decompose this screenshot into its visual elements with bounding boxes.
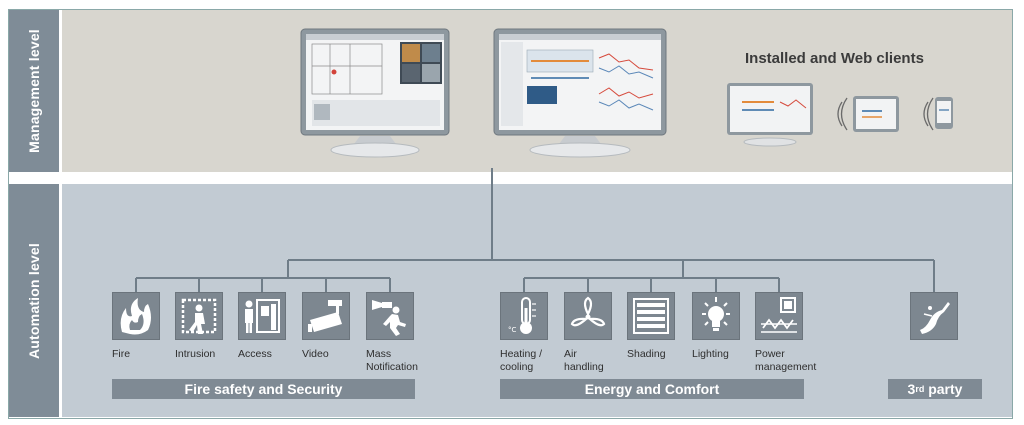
device-label: Power management — [755, 348, 817, 373]
device-label: Mass Notification — [366, 348, 418, 373]
fire-icon — [112, 292, 160, 340]
third-party-icon — [910, 292, 958, 340]
device-label: Shading — [627, 348, 666, 360]
wireless-signal-icon — [837, 97, 848, 131]
thermometer-icon: °C — [500, 292, 548, 340]
device-label: Fire — [112, 348, 131, 360]
monitor-floorplan — [300, 28, 450, 158]
clients-title: Installed and Web clients — [745, 50, 924, 67]
automation-level-label: Automation level — [9, 184, 59, 417]
intrusion-icon — [175, 292, 223, 340]
shading-blinds-icon — [627, 292, 675, 340]
device-label: Air handling — [564, 348, 604, 373]
svg-text:°C: °C — [508, 326, 517, 334]
management-level-label: Management level — [9, 10, 59, 172]
tablet-client — [853, 96, 899, 132]
group-fire-safety-security: Fire safety and Security — [112, 379, 415, 399]
phone-client — [935, 97, 953, 129]
device-label: Heating / cooling — [500, 348, 543, 373]
monitor-hvac-graphics — [493, 28, 667, 158]
wireless-signal-icon — [923, 97, 934, 131]
group-energy-comfort: Energy and Comfort — [500, 379, 804, 399]
device-label: Video — [302, 348, 329, 360]
laptop-client — [727, 83, 813, 147]
video-camera-icon — [302, 292, 350, 340]
device-label: Lighting — [692, 348, 729, 360]
access-icon — [238, 292, 286, 340]
device-label: Intrusion — [175, 348, 216, 360]
power-meter-icon — [755, 292, 803, 340]
light-bulb-icon — [692, 292, 740, 340]
fan-icon — [564, 292, 612, 340]
mass-notification-icon — [366, 292, 414, 340]
device-label: Access — [238, 348, 272, 360]
